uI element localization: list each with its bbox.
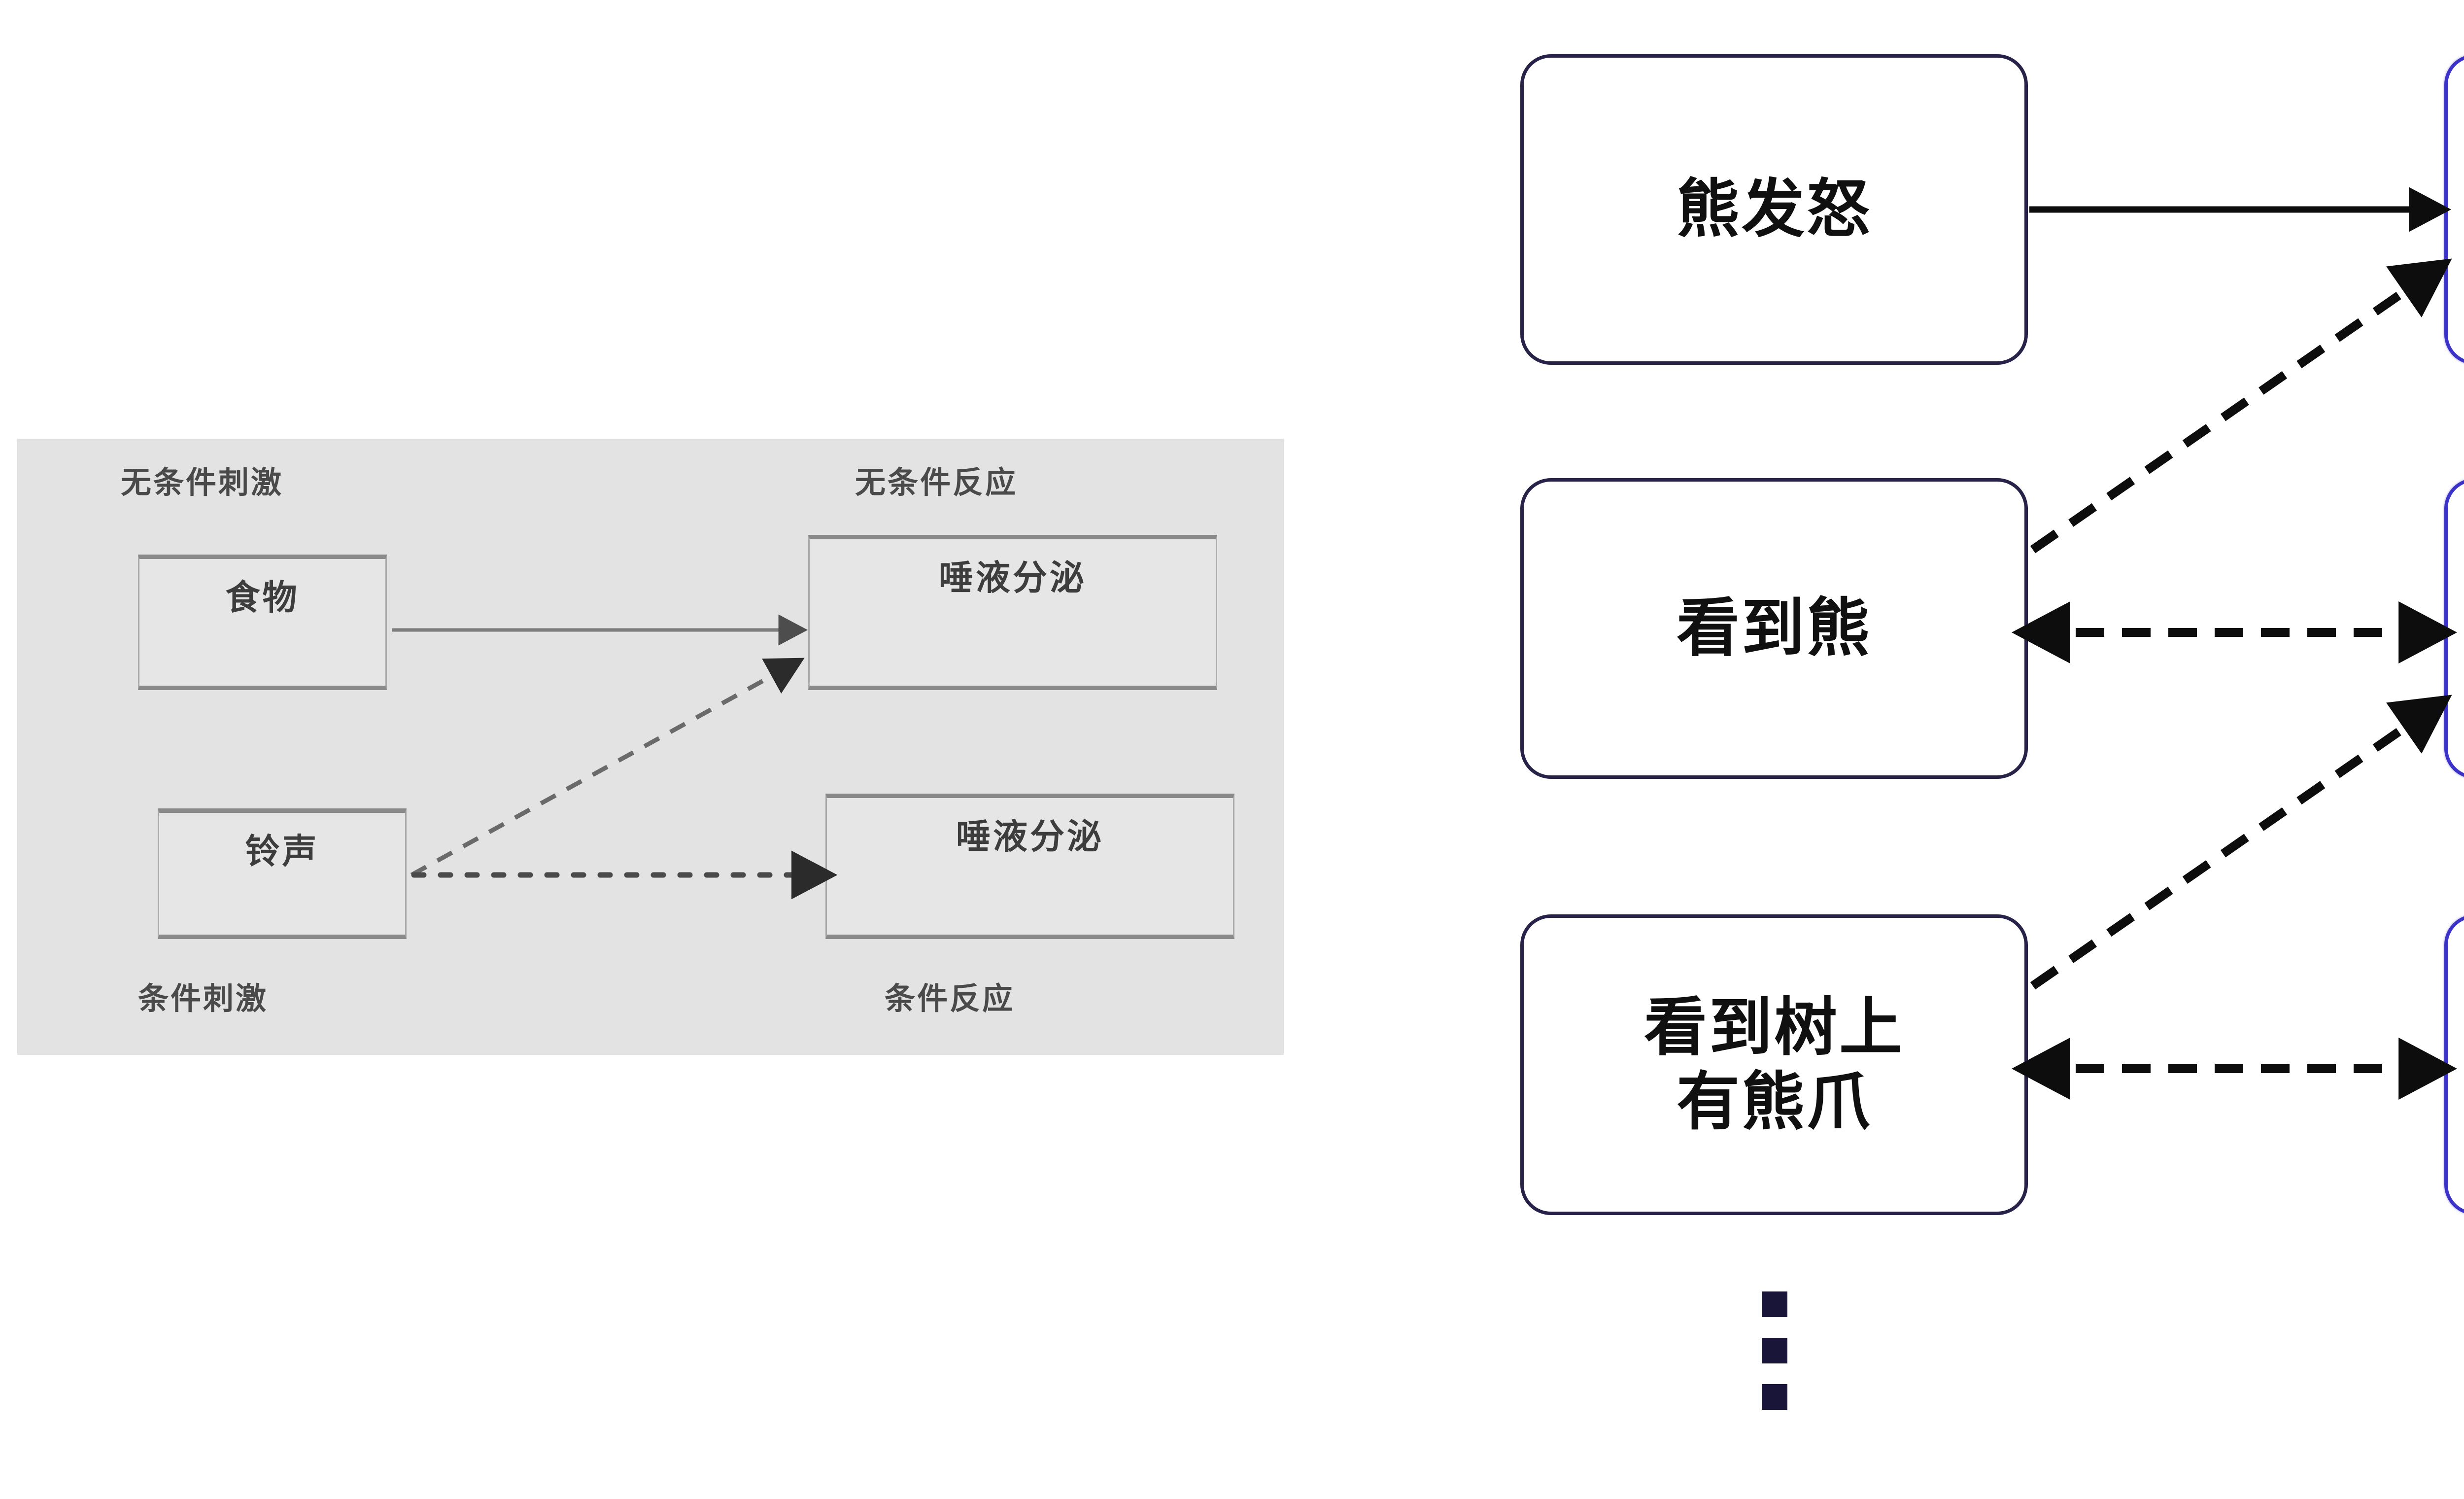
caption-conditioned-response: 条件反应 bbox=[885, 982, 1015, 1016]
box-see-bear: 看到熊 bbox=[1520, 478, 2028, 779]
ellipsis-square bbox=[1762, 1291, 1787, 1317]
classical-conditioning-panel: 无条件刺激 无条件反应 条件刺激 条件反应 食物 铃声 唾液分泌 唾液分泌 bbox=[17, 439, 1284, 1055]
arrow-see-bear-to-reward bbox=[2030, 258, 2452, 554]
box-salivation-top-label: 唾液分泌 bbox=[939, 558, 1087, 597]
box-value-s: V(s) bbox=[2444, 914, 2464, 1215]
box-food-label: 食物 bbox=[225, 578, 300, 617]
box-claw-line-1: 看到树上 bbox=[1643, 992, 1904, 1063]
box-salivation-bottom: 唾液分泌 bbox=[825, 794, 1234, 939]
box-food: 食物 bbox=[138, 555, 387, 690]
box-salivation-bottom-label: 唾液分泌 bbox=[956, 817, 1104, 856]
box-salivation-top: 唾液分泌 bbox=[808, 535, 1217, 690]
box-claw-line-2: 有熊爪 bbox=[1676, 1067, 1872, 1137]
box-reward: 奖励 bbox=[2444, 54, 2464, 365]
arrow-claw-to-value-s-prime bbox=[2030, 695, 2452, 990]
box-see-bear-label: 看到熊 bbox=[1676, 593, 1872, 664]
caption-unconditioned-stimulus: 无条件刺激 bbox=[121, 466, 284, 500]
arrow-bell-to-salivation-top bbox=[410, 658, 805, 877]
box-bell-label: 铃声 bbox=[245, 832, 319, 871]
box-bell: 铃声 bbox=[158, 808, 407, 939]
ellipsis-square bbox=[1762, 1338, 1787, 1363]
box-bear-angry-label: 熊发怒 bbox=[1676, 174, 1872, 245]
box-claw-on-tree: 看到树上 有熊爪 bbox=[1520, 914, 2028, 1215]
caption-conditioned-stimulus: 条件刺激 bbox=[138, 982, 269, 1016]
ellipsis-square bbox=[1762, 1384, 1787, 1410]
ellipsis-left-column bbox=[1762, 1291, 1787, 1410]
box-claw-on-tree-label: 看到树上 有熊爪 bbox=[1644, 990, 1904, 1139]
classical-conditioning-arrows bbox=[392, 614, 838, 900]
caption-unconditioned-response: 无条件反应 bbox=[855, 466, 1018, 500]
box-value-s-prime: V(s′) bbox=[2444, 478, 2464, 779]
box-bear-angry: 熊发怒 bbox=[1520, 54, 2028, 365]
